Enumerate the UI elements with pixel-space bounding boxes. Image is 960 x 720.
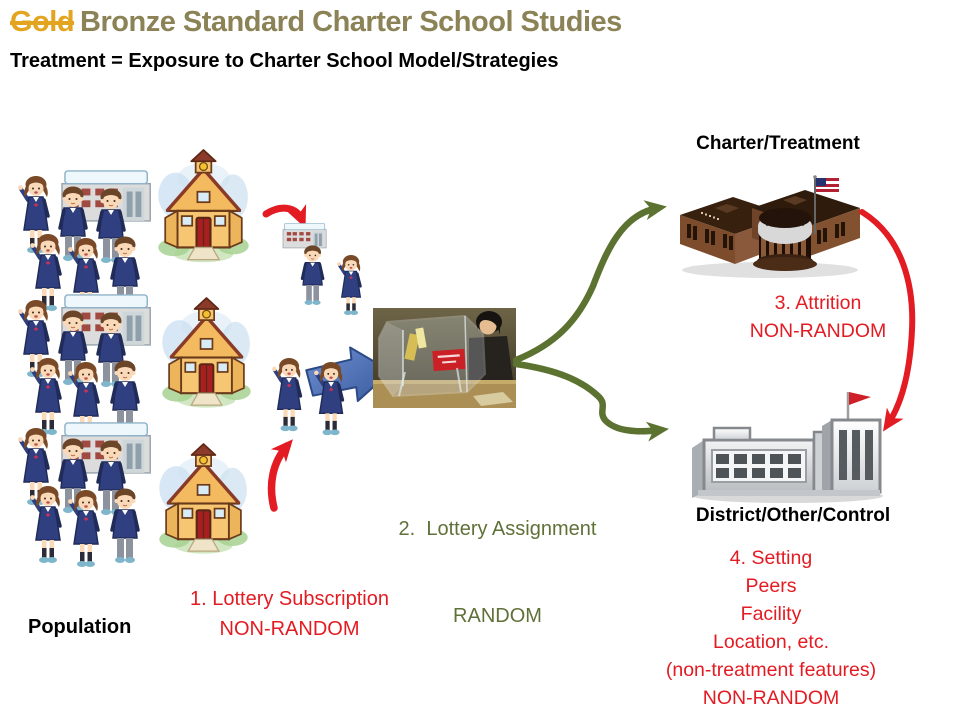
population-cluster-3 bbox=[18, 423, 150, 567]
schoolhouse-icon bbox=[156, 148, 251, 264]
population-cluster-2 bbox=[18, 295, 150, 439]
step2-line2: RANDOM bbox=[453, 605, 542, 627]
olive-curved-arrow-to-district-icon bbox=[512, 360, 669, 442]
population-label: Population bbox=[28, 616, 132, 638]
step3-line1: 3. Attrition bbox=[774, 292, 862, 314]
step4-line5: (non-treatment features) bbox=[665, 659, 877, 681]
title-struck-word: Gold bbox=[10, 6, 75, 38]
population-cluster-1 bbox=[18, 171, 150, 315]
school-building-icon bbox=[282, 223, 327, 249]
charter-label: Charter/Treatment bbox=[696, 133, 860, 154]
step2-line1: 2. Lottery Assignment bbox=[398, 518, 597, 540]
red-curved-arrow-icon bbox=[262, 204, 307, 229]
applicant-girl-icon bbox=[335, 253, 362, 317]
step4-line6: NON-RANDOM bbox=[702, 687, 840, 709]
attrition-red-arrow-icon bbox=[859, 209, 916, 432]
schoolhouse-icon bbox=[157, 442, 250, 556]
step4-label: 4. Setting Peers Facility Location, etc.… bbox=[650, 544, 892, 712]
step3-label: 3. Attrition NON-RANDOM bbox=[718, 289, 918, 346]
schoolhouse-icon bbox=[160, 296, 253, 410]
step1-line2: NON-RANDOM bbox=[219, 618, 360, 640]
subtitle: Treatment = Exposure to Charter School M… bbox=[10, 50, 559, 72]
step4-line4: Location, etc. bbox=[713, 631, 829, 653]
step4-line3: Facility bbox=[740, 603, 802, 625]
step4-line2: Peers bbox=[745, 575, 797, 597]
students-group-icon bbox=[18, 171, 150, 315]
students-group-icon bbox=[18, 295, 150, 439]
applicant-boy-icon bbox=[300, 243, 325, 307]
applicant-girl-icon bbox=[312, 360, 345, 438]
step3-line2: NON-RANDOM bbox=[749, 320, 887, 343]
district-school-building-icon bbox=[690, 390, 885, 505]
lottery-drum-photo bbox=[372, 307, 517, 409]
step2-label: 2. Lottery Assignment RANDOM bbox=[370, 457, 625, 689]
district-label: District/Other/Control bbox=[695, 505, 891, 526]
step1-label: 1. Lottery Subscription NON-RANDOM bbox=[172, 584, 407, 644]
students-group-icon bbox=[18, 423, 150, 567]
olive-curved-arrow-to-charter-icon bbox=[512, 200, 667, 364]
red-curved-arrow-icon bbox=[267, 439, 293, 512]
step1-line1: 1. Lottery Subscription bbox=[190, 588, 389, 610]
title-main-text: Bronze Standard Charter School Studies bbox=[80, 6, 622, 38]
applicant-girl-icon bbox=[270, 356, 303, 434]
step4-line1: 4. Setting bbox=[729, 547, 813, 569]
charter-school-building-icon bbox=[679, 174, 861, 279]
